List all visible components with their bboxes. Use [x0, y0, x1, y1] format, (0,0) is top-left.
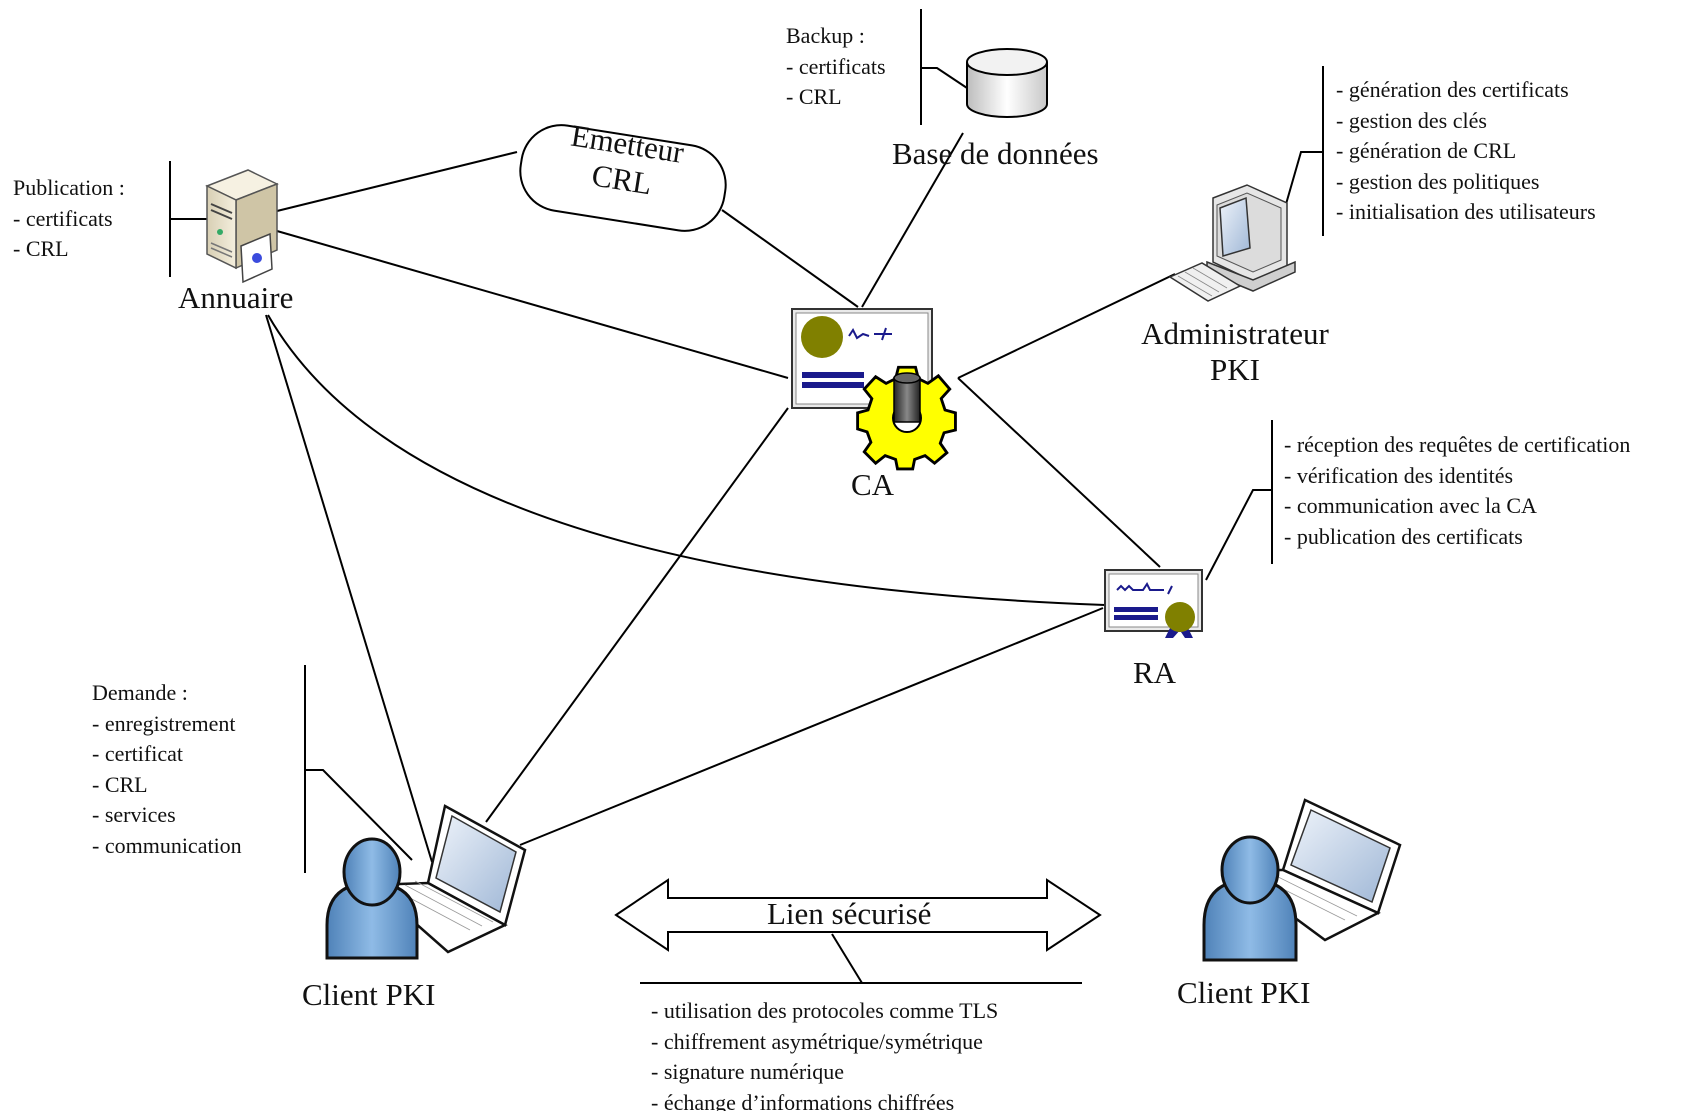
user-laptop-icon-left	[325, 804, 527, 960]
ca-label: CA	[851, 467, 895, 502]
line-annuaire-ra	[267, 314, 1106, 606]
admin-label-line2: PKI	[1210, 351, 1260, 387]
secure-link-label: Lien sécurisé	[767, 896, 932, 931]
line-annuaire-emetteur	[276, 151, 518, 212]
line-ca-client	[485, 407, 789, 823]
line-ca-ra	[957, 377, 1161, 568]
annuaire-label: Annuaire	[178, 280, 294, 315]
admin-note: - génération des certificats - gestion d…	[1336, 77, 1596, 224]
line-emetteur-ca	[721, 209, 859, 308]
desktop-computer-icon	[1168, 184, 1296, 302]
backup-note: Backup : - certificats - CRL	[786, 23, 886, 109]
line-ca-database	[861, 132, 964, 308]
database-icon	[966, 48, 1048, 118]
note-brackets	[169, 9, 1324, 984]
database-label: Base de données	[892, 136, 1099, 171]
line-ca-admin	[957, 273, 1176, 379]
server-icon	[205, 169, 279, 284]
user-icon	[325, 837, 419, 960]
admin-label-line1: Administrateur	[1141, 316, 1329, 351]
line-annuaire-client	[265, 314, 433, 863]
client-left-label: Client PKI	[302, 977, 436, 1012]
line-annuaire-ca	[276, 230, 789, 379]
double-arrow-icon	[614, 878, 1102, 952]
certificate-seal-icon	[1104, 569, 1203, 638]
ra-note: - réception des requêtes de certificatio…	[1284, 432, 1631, 549]
secure-link-note: - utilisation des protocoles comme TLS -…	[651, 998, 999, 1111]
ra-label: RA	[1133, 655, 1177, 690]
publication-note: Publication : - certificats - CRL	[13, 175, 125, 261]
user-laptop-icon-right	[1202, 798, 1402, 962]
certificate-gear-icon	[791, 308, 957, 471]
admin-label: Administrateur PKI	[1120, 316, 1350, 387]
user-icon	[1202, 835, 1298, 962]
client-right-label: Client PKI	[1177, 975, 1311, 1010]
emetteur-crl-box	[519, 124, 727, 232]
demande-note: Demande : - enregistrement - certificat …	[92, 680, 242, 858]
connection-lines	[265, 132, 1176, 863]
line-ra-client	[519, 607, 1104, 846]
